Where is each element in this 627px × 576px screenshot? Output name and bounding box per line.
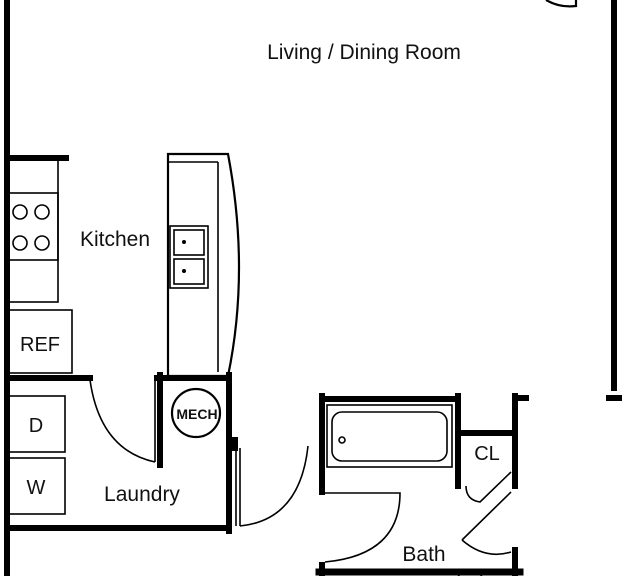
room-label-laundry: Laundry	[104, 483, 180, 506]
refrigerator: REF	[6, 309, 73, 374]
tub-drain-icon	[338, 436, 346, 444]
mech-label: MECH	[176, 406, 217, 422]
room-label-kitchen: Kitchen	[80, 228, 150, 251]
bath-inner-door	[324, 492, 401, 563]
dryer-label: D	[29, 415, 43, 437]
room-label-living-dining: Living / Dining Room	[267, 41, 461, 64]
closet-label: CL	[474, 443, 500, 465]
bath-walls	[319, 393, 529, 576]
washer-label: W	[27, 477, 46, 499]
sink	[169, 225, 209, 289]
kitchen-island	[166, 152, 241, 378]
burner-icon	[12, 235, 28, 251]
closet: CL	[461, 443, 512, 556]
laundry-door	[89, 379, 156, 463]
room-label-bath: Bath	[402, 543, 445, 566]
washer: W	[6, 457, 66, 515]
kitchen-walls	[4, 155, 232, 534]
burner-icon	[12, 204, 28, 220]
drain-icon	[182, 240, 186, 244]
range-stovetop	[6, 192, 59, 261]
burner-icon	[34, 235, 50, 251]
refrigerator-label: REF	[20, 334, 60, 356]
bathtub	[326, 404, 453, 468]
bath-door	[232, 437, 309, 527]
sink-basin	[173, 229, 205, 256]
dryer: D	[6, 395, 66, 453]
mechanical-unit: MECH	[170, 387, 222, 439]
vanity-sink-icon	[457, 570, 483, 576]
sink-basin	[173, 258, 205, 285]
kitchen-counter	[6, 159, 59, 303]
top-door-arc	[545, 0, 578, 8]
burner-icon	[34, 204, 50, 220]
drain-icon	[182, 269, 186, 273]
